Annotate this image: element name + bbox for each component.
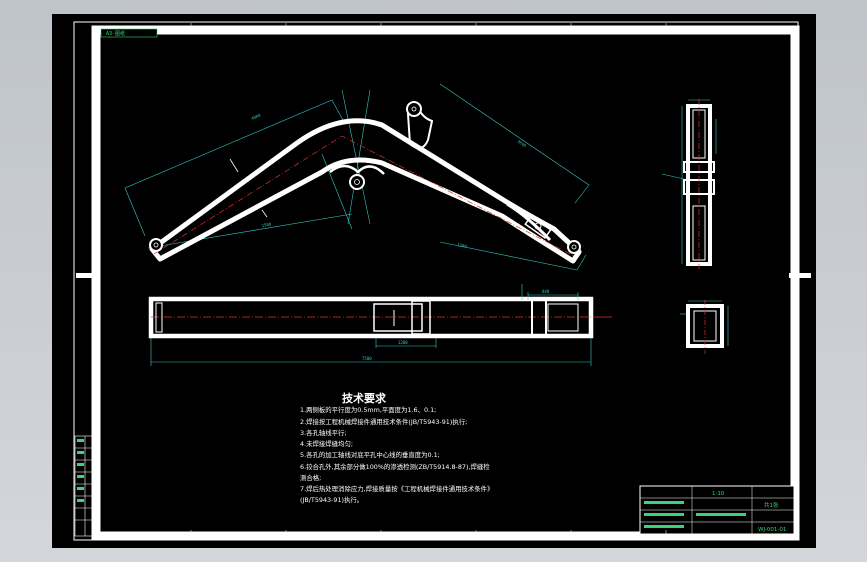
section-view-b [680, 300, 729, 354]
note-line: 4.未焊接焊缝均匀; [300, 439, 353, 448]
engineering-drawing: A3-图纸 4000 3640 [73, 21, 811, 541]
svg-text:1580: 1580 [261, 221, 272, 228]
boom-tip-pin [567, 240, 581, 254]
middle-lug-pin [349, 174, 365, 190]
svg-text:1200: 1200 [398, 340, 408, 345]
notes-list: 1.两侧板的平行度为0.5mm,平面度为1.6、0.1; 2.焊接按工程机械焊接… [300, 405, 493, 504]
middle-lug [329, 164, 385, 175]
note-line: 测合格; [300, 473, 321, 482]
svg-text:1280: 1280 [457, 242, 468, 249]
note-line: 5.各孔的加工轴线对底平孔中心线的垂直度为0.1; [300, 450, 440, 459]
drawing-viewport[interactable]: A3-图纸 4000 3640 [52, 14, 816, 548]
note-line: (JB/T5943-91)执行。 [300, 495, 363, 504]
boom-plan-view: 4000 3640 1580 1280 [124, 83, 590, 271]
boom-outline-outer [149, 118, 582, 264]
revision-table [74, 435, 96, 537]
sheet-border-inner [91, 25, 800, 541]
boom-foot-pin [149, 238, 163, 252]
corner-tag: A3-图纸 [106, 30, 125, 37]
note-line: 7.焊后热处理消除应力,焊接质量按《工程机械焊接件通用技术条件》 [300, 484, 493, 493]
title-block: 1:10 共1张 WJ-001-01 [639, 485, 795, 535]
svg-text:3640: 3640 [516, 139, 527, 149]
note-line: 3.各孔轴线平行; [300, 428, 347, 437]
right-notch [789, 273, 811, 278]
svg-text:840: 840 [542, 289, 550, 294]
boom-centerline [153, 135, 575, 257]
svg-text:7500: 7500 [362, 356, 372, 361]
notes-heading: 技术要求 [342, 391, 387, 405]
note-line: 1.两侧板的平行度为0.5mm,平面度为1.6、0.1; [300, 405, 436, 414]
svg-text:4000: 4000 [250, 112, 261, 121]
left-notch [76, 273, 100, 278]
boom-side-view: 7500 1200 840 [148, 284, 612, 366]
upper-lug-pin [406, 101, 422, 117]
drawing-number: WJ-001-01 [758, 527, 786, 533]
sheet-count: 共1张 [764, 501, 779, 509]
section-view-a [661, 99, 717, 269]
note-line: 2.焊接按工程机械焊接件通用技术条件(JB/T5943-91)执行; [300, 417, 467, 426]
scale-value: 1:10 [712, 491, 725, 497]
note-line: 6.铰合孔外,其余部分做100%的渗透检测(ZB/T5914.8-87),焊缝检 [300, 462, 490, 471]
corner-tag-box [100, 28, 158, 38]
